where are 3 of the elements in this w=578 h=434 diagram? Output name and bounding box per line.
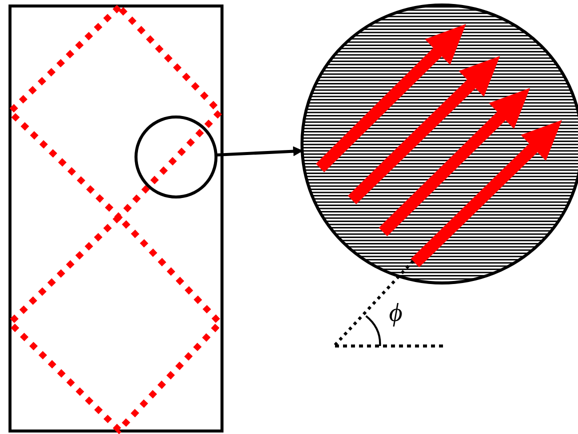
zoom-circle: [134, 115, 218, 199]
arrow: [216, 146, 304, 157]
angle-label: ϕ: [389, 300, 402, 326]
